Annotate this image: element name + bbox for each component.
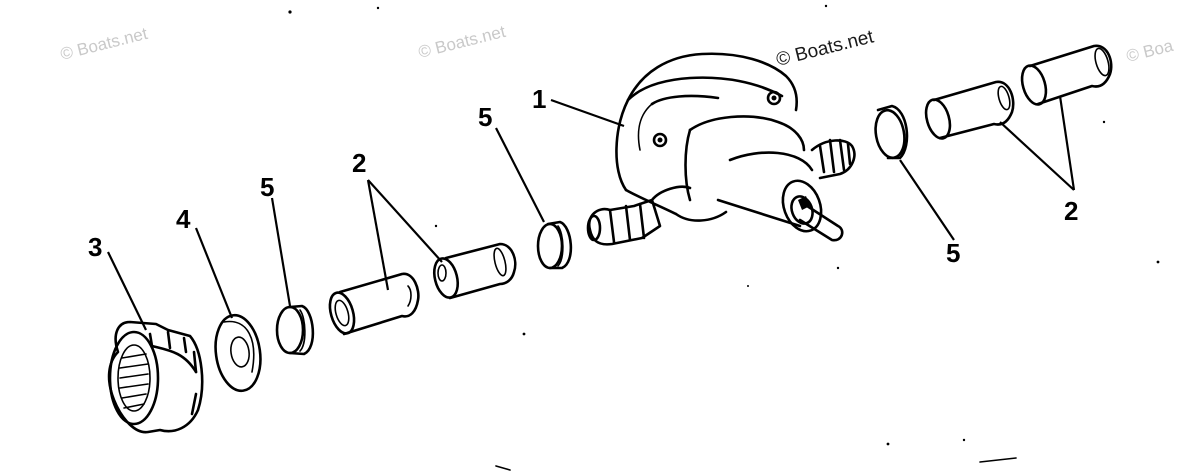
scan-specks	[288, 4, 1160, 471]
callout-5: 5	[260, 172, 274, 202]
callout-3: 3	[88, 232, 102, 262]
hose-clamp	[874, 104, 909, 160]
fuel-tube	[924, 80, 1015, 140]
hose-clamp	[536, 220, 573, 270]
callout-1: 1	[532, 84, 546, 114]
fuel-tube	[432, 242, 517, 300]
watermark: © Boa	[1124, 36, 1175, 66]
callout-2: 2	[352, 148, 366, 178]
callout-5: 5	[946, 238, 960, 268]
coupling-nut	[107, 320, 204, 434]
hose-clamp	[275, 304, 315, 356]
fuel-tube	[1020, 44, 1113, 106]
watermark: © Boats.net	[416, 22, 507, 62]
leader-lines	[107, 95, 1076, 331]
callout-5: 5	[478, 102, 492, 132]
watermark: © Boats.net	[774, 26, 876, 71]
fuel-tube	[328, 272, 420, 336]
callout-4: 4	[176, 204, 191, 234]
washer	[214, 313, 262, 393]
watermark: © Boats.net	[58, 24, 149, 64]
callout-2: 2	[1064, 196, 1078, 226]
fuel-pump	[586, 52, 856, 246]
